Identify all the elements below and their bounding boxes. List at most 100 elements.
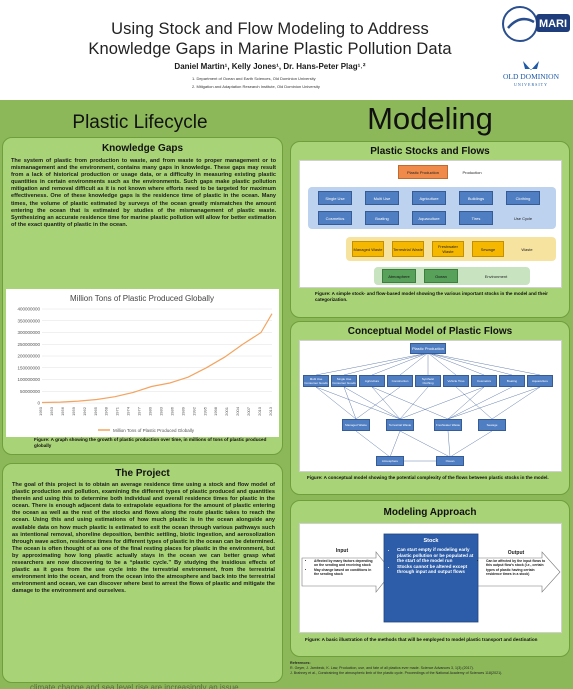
use-node-buildings: Buildings	[459, 191, 493, 205]
waste-node-sewage: Sewage	[472, 241, 504, 257]
knowledge-gaps-title: Knowledge Gaps	[101, 143, 184, 154]
left-section-title: Plastic Lifecycle	[72, 112, 208, 133]
mari-logo-text: MARI	[539, 18, 567, 30]
chart-y-tick-label: 250000000	[17, 342, 40, 347]
chart-y-tick-label: 50000000	[20, 389, 41, 394]
odu-logo-line-2: UNIVERSITY	[514, 82, 548, 87]
reference-1: R. Geyer, J. Jambeck, K. Law, Production…	[290, 666, 474, 670]
chart-x-tick-label: 2010	[257, 406, 262, 416]
chart-x-tick-label: 1989	[180, 406, 185, 416]
production-band-label: Production	[462, 169, 482, 175]
affiliation-1: 1. Department of Ocean and Earth Science…	[192, 76, 316, 81]
poster-title-line-1: Using Stock and Flow Modeling to Address	[111, 20, 429, 38]
waste-band-label: Waste	[521, 246, 533, 252]
approach-output-item: Can be affected by the input flows to th…	[486, 559, 546, 576]
environment-band-label: Environment	[484, 273, 508, 279]
right-section-title: Modeling	[367, 101, 493, 136]
chart-x-tick-label: 1953	[49, 406, 54, 416]
chart-x-tick-label: 1974	[126, 406, 131, 416]
chart-x-tick-label: 1980	[148, 406, 153, 416]
concept-node-freshwater-waste: Freshwater Waste	[434, 419, 462, 431]
modeling-approach-title: Modeling Approach	[383, 507, 477, 518]
use-node-clothing: Clothing	[506, 191, 540, 205]
concept-node-vehicle-tires: Vehicle Tires	[443, 375, 469, 387]
knowledge-gaps-text: The system of plastic from production to…	[11, 158, 276, 228]
the-project-title: The Project	[115, 468, 170, 479]
chart-x-tick-label: 1992	[191, 406, 196, 416]
chart-x-tick-label: 2004	[235, 406, 240, 416]
chart-x-tick-label: 1968	[104, 406, 109, 416]
modeling-approach-panel: Modeling Approach Input Affected by many…	[290, 500, 570, 657]
chart-x-tick-label: 1977	[137, 406, 142, 416]
concept-node-boating: Boating	[499, 375, 525, 387]
chart-gridlines	[42, 308, 272, 404]
approach-input-item: Affected by many factors depending on th…	[314, 559, 374, 568]
concept-node-atmosphere: Atmosphere	[376, 456, 404, 466]
approach-stock-list: Can start empty if modeling early plasti…	[392, 547, 474, 575]
use-cycle-band-label: Use Cycle	[513, 215, 533, 221]
chart-x-tick-label: 1995	[202, 406, 207, 416]
chart-x-tick-label: 1965	[93, 406, 98, 416]
chart-svg: Million Tons of Plastic Produced Globall…	[17, 294, 273, 433]
conceptual-model-arrows	[315, 352, 541, 462]
chart-x-tick-label: 2013	[268, 406, 273, 416]
footer-text: climate change and sea level rise are in…	[30, 683, 246, 689]
poster-header: Using Stock and Flow Modeling to Address…	[0, 0, 573, 112]
production-node: Plastic Production	[398, 165, 448, 179]
conceptual-model-caption: Figure: A conceptual model showing the p…	[307, 475, 549, 480]
conceptual-model-panel: Conceptual Model of Plastic Flows Plasti…	[290, 321, 570, 495]
chart-y-tick-label: 100000000	[17, 377, 40, 382]
poster-authors: Daniel Martin¹, Kelly Jones¹, Dr. Hans-P…	[174, 62, 366, 71]
chart-title: Million Tons of Plastic Produced Globall…	[70, 294, 214, 303]
modeling-approach-diagram: Input Affected by many factors depending…	[299, 523, 562, 633]
odu-logo-line-1: OLD DOMINION	[503, 72, 560, 81]
conceptual-model-title: Conceptual Model of Plastic Flows	[347, 326, 513, 337]
chart-y-tick-label: 300000000	[17, 330, 40, 335]
chart-y-ticks: 0 50000000 100000000 150000000 200000000 2500…	[17, 307, 40, 406]
modeling-approach-caption: Figure: A basic illustration of the meth…	[305, 637, 538, 642]
mari-logo: MARI	[502, 6, 570, 42]
chart-x-tick-label: 1959	[71, 406, 76, 416]
approach-stock-item: Stocks cannot be altered except through …	[397, 564, 474, 575]
waste-node-managed: Managed Waste	[352, 241, 384, 257]
odu-logo: OLD DOMINION UNIVERSITY	[503, 61, 560, 87]
stocks-flows-panel: Plastic Stocks and Flows Plastic Product…	[290, 141, 570, 318]
stocks-flows-diagram: Plastic Production Production Single Use…	[299, 160, 562, 288]
env-node-ocean: Ocean	[424, 269, 458, 283]
chart-y-tick-label: 350000000	[17, 318, 40, 323]
chart-x-tick-label: 1971	[115, 406, 120, 416]
concept-node-construction: Construction	[387, 375, 413, 387]
use-node-single-use: Single Use	[318, 191, 352, 205]
chart-x-tick-label: 1962	[82, 406, 87, 416]
chart-series-line	[41, 313, 273, 404]
chart-y-tick-label: 0	[37, 401, 40, 406]
approach-stock-title: Stock	[423, 538, 439, 544]
use-node-agriculture: Agriculture	[412, 191, 446, 205]
concept-node-multi-use: Multi Use Consumer Goods	[303, 375, 329, 387]
conceptual-model-diagram: Plastic Production Multi Use Consumer Go…	[299, 340, 562, 472]
chart-x-tick-label: 1986	[169, 406, 174, 416]
concept-node-synthetic-clothing: Synthetic Clothing	[415, 375, 441, 387]
chart-y-tick-label: 150000000	[17, 365, 40, 370]
concept-node-aquaculture: Aquaculture	[527, 375, 553, 387]
waste-node-freshwater: Freshwater Waste	[432, 241, 464, 257]
concept-node-managed-waste: Managed Waste	[342, 419, 370, 431]
approach-input-title: Input	[335, 548, 349, 554]
stocks-flows-title: Plastic Stocks and Flows	[370, 146, 490, 157]
references: References: R. Geyer, J. Jambeck, K. Law…	[290, 661, 570, 676]
env-node-atmosphere: Atmosphere	[382, 269, 416, 283]
approach-input-list: Affected by many factors depending on th…	[310, 559, 374, 576]
affiliation-2: 2. Mitigation and Adaptation Research In…	[192, 84, 320, 89]
concept-node-single-use: Single Use Consumer Goods	[331, 375, 357, 387]
chart-y-tick-label: 200000000	[17, 354, 40, 359]
concept-node-ocean: Ocean	[436, 456, 464, 466]
waste-node-terrestrial: Terrestrial Waste	[392, 241, 424, 257]
use-node-cosmetics: Cosmetics	[318, 211, 352, 225]
concept-node-terrestrial-waste: Terrestrial Waste	[386, 419, 414, 431]
reference-2: J. Brahney et al., Constraining the atmo…	[290, 671, 503, 675]
chart-caption: Figure: A graph showing the growth of pl…	[34, 437, 267, 448]
concept-node-production: Plastic Production	[410, 343, 446, 354]
approach-input-item: May change based on conditions in the se…	[314, 568, 374, 577]
approach-stock-item: Can start empty if modeling early plasti…	[397, 547, 474, 564]
